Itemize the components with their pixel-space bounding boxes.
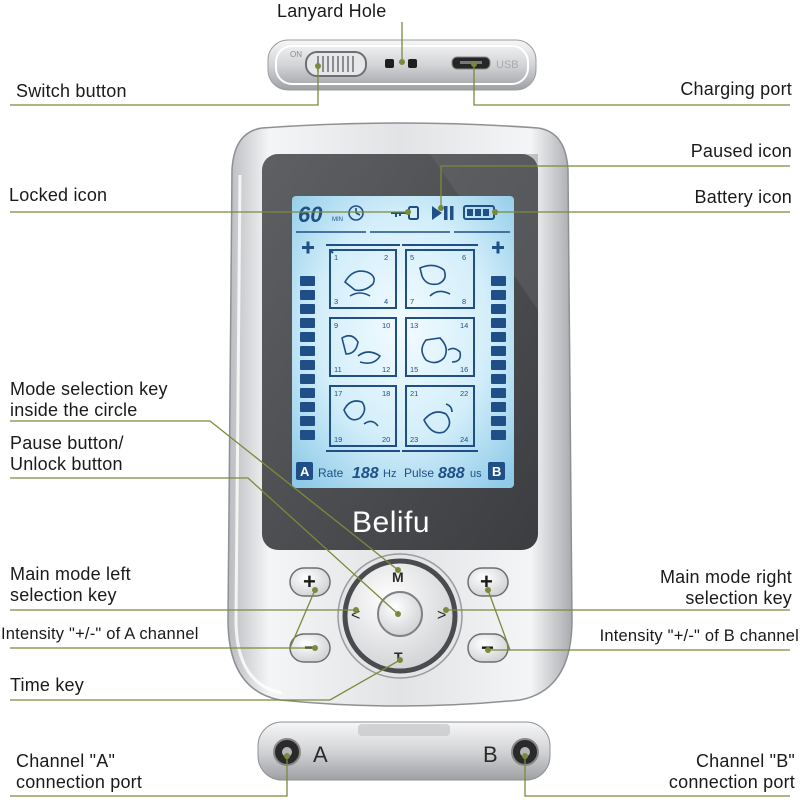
- mode-grid: [326, 244, 478, 452]
- svg-text:17: 17: [334, 389, 342, 398]
- pulse-unit: us: [470, 468, 482, 480]
- mode-cell: [329, 317, 397, 377]
- time-key-label: Time key: [10, 675, 84, 695]
- channel-a-port-label-line1: Channel "A": [16, 751, 116, 771]
- svg-text:21: 21: [410, 389, 418, 398]
- channel-a-intensity-bar: [300, 241, 315, 440]
- svg-text:1: 1: [334, 253, 338, 262]
- left-key-label-line2: selection key: [10, 585, 117, 605]
- timer-value: 60: [298, 202, 323, 227]
- left-key-label-line1: Main mode left: [10, 564, 131, 584]
- svg-text:5: 5: [410, 253, 414, 262]
- right-key-label-line2: selection key: [685, 588, 792, 608]
- channel-a-badge: [296, 462, 313, 480]
- rate-label: Rate: [318, 466, 344, 480]
- bottom-edge-view: A B: [257, 721, 551, 781]
- brand-logo: Belifu: [352, 506, 431, 539]
- switch-button-label: Switch button: [16, 81, 127, 101]
- battery-icon-label: Battery icon: [694, 187, 792, 207]
- lanyard-hole-left: [385, 59, 394, 68]
- channel-b-port-label-line2: connection port: [668, 772, 795, 792]
- channel-a-port-label-line2: connection port: [16, 772, 143, 792]
- mode-cell: [405, 385, 475, 447]
- lcd-contents: 60 MIN: [296, 202, 510, 482]
- port-b-letter: B: [483, 742, 498, 767]
- svg-text:19: 19: [334, 435, 342, 444]
- svg-text:9: 9: [334, 321, 338, 330]
- mode-key-letter[interactable]: M: [392, 569, 404, 585]
- leader-lines: [10, 22, 790, 797]
- svg-text:14: 14: [460, 321, 468, 330]
- pulse-value: 888: [438, 465, 465, 482]
- svg-text:2: 2: [384, 253, 388, 262]
- on-label: ON: [290, 50, 302, 59]
- timer-unit: MIN: [332, 217, 343, 223]
- rate-value: 188: [352, 465, 379, 482]
- mode-cell: [405, 317, 475, 377]
- intensity-a-label: Intensity "+/-" of A channel: [1, 625, 199, 643]
- lanyard-hole-label: Lanyard Hole: [277, 1, 387, 21]
- channel-b-port-label-line1: Channel "B": [695, 751, 795, 771]
- channel-a-plus-button[interactable]: [289, 567, 331, 597]
- plus-glyph-a: +: [303, 569, 316, 594]
- svg-text:3: 3: [334, 297, 338, 306]
- left-key-glyph[interactable]: <: [351, 607, 360, 624]
- svg-text:6: 6: [462, 253, 466, 262]
- mode-key-label-line1: Mode selection key: [10, 379, 168, 399]
- switch-slider: [305, 51, 367, 77]
- port-a-letter: A: [313, 742, 328, 767]
- mode-key-label-line2: inside the circle: [10, 400, 138, 420]
- mode-pictograms: [341, 264, 462, 434]
- channel-b-badge: [488, 462, 505, 480]
- right-key-label-line1: Main mode right: [659, 567, 792, 587]
- right-key-glyph[interactable]: >: [437, 607, 446, 624]
- channel-b-badge-text: B: [492, 464, 501, 479]
- svg-text:18: 18: [382, 389, 390, 398]
- pulse-label: Pulse: [404, 466, 434, 480]
- channel-b-intensity-bar: [491, 241, 506, 440]
- rate-unit: Hz: [383, 468, 396, 480]
- svg-text:16: 16: [460, 365, 468, 374]
- svg-text:4: 4: [384, 297, 388, 306]
- svg-text:12: 12: [382, 365, 390, 374]
- lcd-screen: [292, 196, 514, 488]
- svg-text:11: 11: [334, 365, 342, 374]
- controls: M T < > + − + −: [289, 553, 509, 679]
- paused-icon-label: Paused icon: [690, 141, 792, 161]
- time-key-letter[interactable]: T: [394, 649, 403, 665]
- charging-port-label: Charging port: [680, 79, 792, 99]
- lanyard-hole-right: [408, 59, 417, 68]
- svg-text:15: 15: [410, 365, 418, 374]
- svg-text:20: 20: [382, 435, 390, 444]
- svg-text:23: 23: [410, 435, 418, 444]
- svg-text:22: 22: [460, 389, 468, 398]
- svg-text:10: 10: [382, 321, 390, 330]
- channel-a-badge-text: A: [300, 464, 310, 479]
- mode-numbers: 1 2 3 4 5 6 7 8 9 10 11 12 13 14 15 16 1…: [334, 253, 468, 444]
- svg-text:7: 7: [410, 297, 414, 306]
- locked-icon-label: Locked icon: [9, 185, 108, 205]
- mode-cell: [329, 385, 397, 447]
- pause-button-label-line1: Pause button/: [10, 433, 124, 453]
- channel-b-plus-button[interactable]: [467, 567, 509, 597]
- usb-label: USB: [496, 59, 519, 71]
- intensity-b-label: Intensity "+/-" of B channel: [599, 627, 799, 645]
- mode-cell: [329, 249, 397, 309]
- mode-cell: [405, 249, 475, 309]
- svg-text:24: 24: [460, 435, 468, 444]
- svg-text:13: 13: [410, 321, 418, 330]
- pause-button-label-line2: Unlock button: [10, 454, 123, 474]
- pause-play-icon: [432, 206, 454, 220]
- svg-text:8: 8: [462, 297, 466, 306]
